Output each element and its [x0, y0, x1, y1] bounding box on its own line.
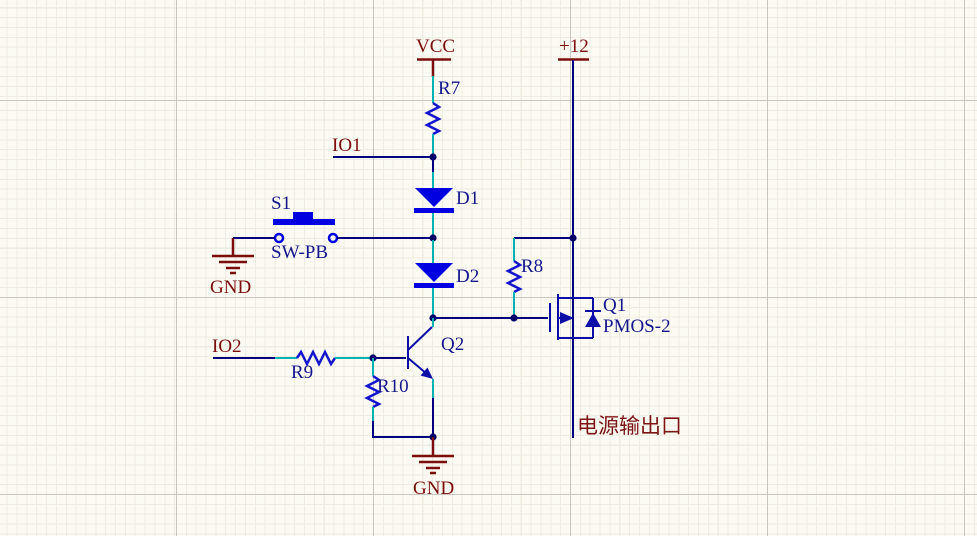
d2-designator[interactable]: D2 — [456, 266, 479, 287]
transistor-q2[interactable]: Q2 — [373, 318, 464, 398]
gnd-bottom-label: GND — [413, 478, 454, 499]
d1-cathode-bar — [414, 208, 454, 213]
resistor-r9[interactable]: R9 — [275, 349, 373, 383]
resistor-r7[interactable]: R7 — [424, 76, 460, 157]
s1-terminal-right — [327, 232, 339, 244]
r7-designator[interactable]: R7 — [438, 78, 460, 99]
r9-body-icon — [295, 349, 337, 367]
r9-designator[interactable]: R9 — [291, 362, 313, 383]
s1-bar-icon — [273, 219, 335, 225]
io1-label[interactable]: IO1 — [332, 135, 362, 156]
plus12-label: +12 — [559, 36, 589, 57]
d2-triangle-icon — [415, 263, 453, 282]
junction-r8-plus12 — [569, 234, 577, 242]
r8-body-icon — [505, 259, 523, 294]
junction-d1-d2-s1 — [429, 234, 437, 242]
q2-emitter-lead — [407, 357, 428, 375]
r7-body-icon — [424, 101, 442, 136]
q1-part-label[interactable]: PMOS-2 — [603, 316, 671, 337]
diode-d1[interactable]: D1 — [414, 157, 479, 236]
vcc-label: VCC — [416, 36, 455, 57]
q2-emitter-arrow-icon — [420, 367, 433, 379]
s1-designator[interactable]: S1 — [271, 193, 291, 214]
net-io2[interactable]: IO2 — [212, 336, 275, 359]
d1-designator[interactable]: D1 — [456, 188, 479, 209]
q1-arrow-icon — [560, 312, 574, 324]
d2-cathode-bar — [414, 283, 454, 288]
resistor-r10[interactable]: R10 — [364, 358, 409, 421]
s1-terminal-left — [273, 232, 285, 244]
q1-bodydiode-icon — [585, 313, 601, 327]
s1-button-icon — [293, 212, 313, 220]
s1-part-label[interactable]: SW-PB — [271, 242, 328, 263]
r8-designator[interactable]: R8 — [521, 256, 543, 277]
switch-s1[interactable]: S1 SW-PB — [271, 193, 339, 263]
r10-body-icon — [364, 374, 382, 409]
mosfet-q1[interactable]: Q1 PMOS-2 — [549, 294, 671, 340]
power-port-plus12[interactable]: +12 — [558, 36, 589, 61]
q2-collector-lead — [407, 326, 433, 351]
junction-r8-gate — [510, 314, 518, 322]
q2-designator[interactable]: Q2 — [441, 334, 464, 355]
q1-designator[interactable]: Q1 — [603, 295, 626, 316]
io2-label[interactable]: IO2 — [212, 336, 242, 357]
power-port-gnd-left[interactable]: GND — [210, 238, 254, 298]
resistor-r8[interactable]: R8 — [505, 237, 573, 318]
power-port-gnd-bottom[interactable]: GND — [412, 437, 454, 499]
output-port-annotation: 电源输出口 — [577, 414, 682, 438]
diode-d2[interactable]: D2 — [414, 240, 479, 316]
gnd-left-label: GND — [210, 277, 251, 298]
power-port-vcc[interactable]: VCC — [416, 36, 455, 77]
net-io1[interactable]: IO1 — [332, 135, 433, 158]
d1-triangle-icon — [415, 188, 453, 207]
wire-r10-to-gnd[interactable] — [372, 421, 433, 438]
r10-designator[interactable]: R10 — [377, 376, 409, 397]
